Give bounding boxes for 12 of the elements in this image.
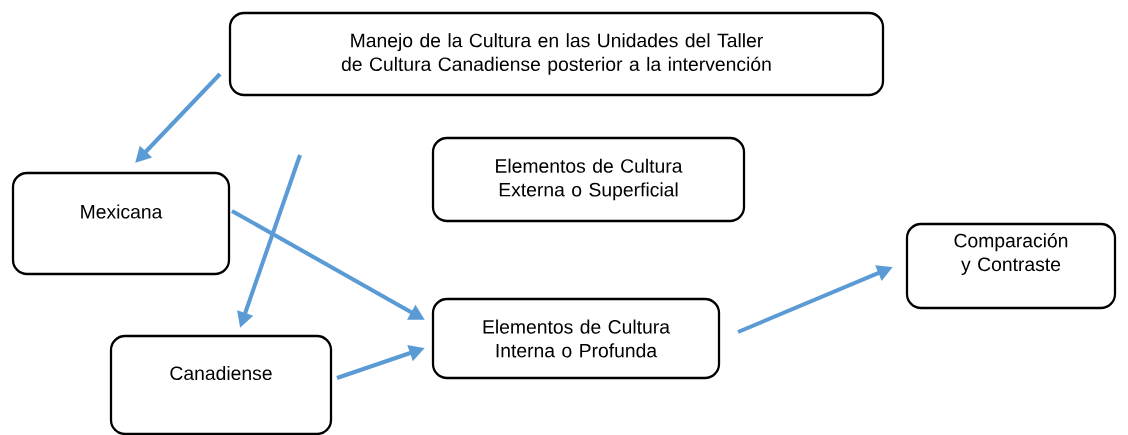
text-box bbox=[11, 171, 231, 276]
text-box bbox=[905, 222, 1117, 310]
node-text: Comparación y Contraste bbox=[954, 233, 1068, 275]
text-box bbox=[228, 11, 885, 97]
node-text: Elementos de Cultura Interna o Profunda bbox=[483, 319, 670, 358]
text-box bbox=[431, 297, 721, 380]
text-box bbox=[431, 136, 746, 223]
node-text: Mexicana bbox=[81, 204, 163, 219]
node-text: Canadiense bbox=[170, 365, 272, 381]
node-text: Elementos de Cultura Externa o Superficial bbox=[496, 158, 683, 201]
text-box bbox=[109, 334, 333, 435]
node-text: Manejo de la Cultura en las Unidades del Taller de Cultura Canadiense posterior a la intervención bbox=[341, 33, 771, 75]
